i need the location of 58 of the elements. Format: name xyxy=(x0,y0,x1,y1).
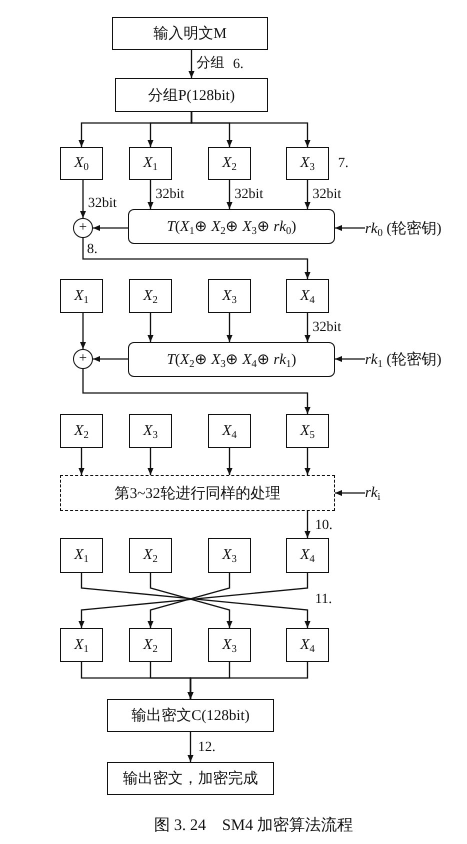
xor-circle: + xyxy=(73,218,93,238)
key-label: rk$_{i}$ xyxy=(365,483,395,503)
word-box: X$_{3}$ xyxy=(129,414,172,448)
arrow xyxy=(93,225,128,231)
arrow xyxy=(188,662,308,699)
word-box: X$_{4}$ xyxy=(286,538,329,573)
function-box: T(X$_{2}$⊕ X$_{3}$⊕ X$_{4}$⊕ rk$_{1}$) xyxy=(128,342,335,377)
input-box: 输入明文M xyxy=(112,17,268,50)
word-box: X$_{2}$ xyxy=(60,414,103,448)
arrow xyxy=(335,225,365,231)
word-box: X$_{3}$ xyxy=(208,538,251,573)
word-box: X$_{2}$ xyxy=(129,628,172,662)
arrow xyxy=(304,448,310,475)
arrow xyxy=(304,511,310,538)
edge-label: 分组 xyxy=(196,56,224,72)
word-box: X$_{2}$ xyxy=(129,279,172,313)
arrow xyxy=(226,448,232,475)
process-box: 分组P(128bit) xyxy=(115,78,268,112)
caption: 图 3. 24 SM4 加密算法流程 xyxy=(152,818,354,834)
function-box: T(X$_{1}$⊕ X$_{2}$⊕ X$_{3}$⊕ rk$_{0}$) xyxy=(128,209,335,244)
arrow xyxy=(80,313,86,349)
arrow xyxy=(82,238,310,279)
output-box: 输出密文，加密完成 xyxy=(107,762,274,795)
arrow xyxy=(304,313,310,342)
word-box: X$_{5}$ xyxy=(286,414,329,448)
word-box: X$_{1}$ xyxy=(60,279,103,313)
word-box: X$_{2}$ xyxy=(208,147,251,180)
arrow xyxy=(148,448,154,475)
word-box: X$_{4}$ xyxy=(208,414,251,448)
arrow xyxy=(82,369,310,414)
arrow xyxy=(226,180,232,209)
arrow xyxy=(78,448,84,475)
word-box: X$_{2}$ xyxy=(129,538,172,573)
word-box: X$_{1}$ xyxy=(129,147,172,180)
word-box: X$_{3}$ xyxy=(208,279,251,313)
word-box: X$_{3}$ xyxy=(286,147,329,180)
arrow xyxy=(335,490,365,496)
process-box: 第3~32轮进行同样的处理 xyxy=(60,475,335,511)
arrow xyxy=(335,356,365,362)
word-box: X$_{4}$ xyxy=(286,279,329,313)
key-label: rk$_{0}$ (轮密钥) xyxy=(365,218,463,238)
arrow xyxy=(304,180,310,209)
arrow xyxy=(93,356,128,362)
key-label: rk$_{1}$ (轮密钥) xyxy=(365,349,463,369)
word-box: X$_{4}$ xyxy=(286,628,329,662)
word-box: X$_{1}$ xyxy=(60,628,103,662)
xor-circle: + xyxy=(73,349,93,369)
word-box: X$_{1}$ xyxy=(60,538,103,573)
word-box: X$_{0}$ xyxy=(60,147,103,180)
arrow xyxy=(188,732,194,762)
arrow xyxy=(148,313,154,342)
word-box: X$_{3}$ xyxy=(208,628,251,662)
arrow xyxy=(80,180,86,218)
arrow xyxy=(188,50,194,78)
arrow xyxy=(190,112,310,147)
arrow xyxy=(226,313,232,342)
output-box: 输出密文C(128bit) xyxy=(107,699,274,732)
arrow xyxy=(148,180,154,209)
